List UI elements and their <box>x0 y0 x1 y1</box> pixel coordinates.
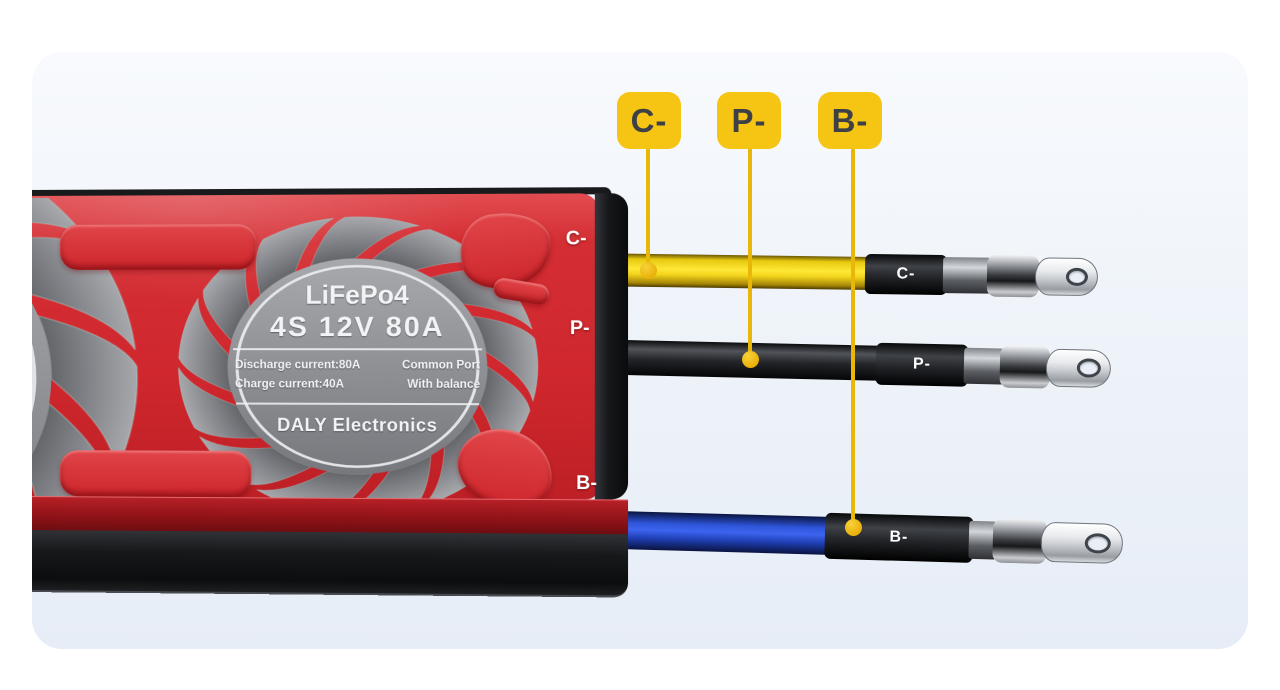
cooling-fan-graphic <box>32 185 635 598</box>
spec-row: Charge current:40A With balance <box>229 375 486 395</box>
callout-b-minus: B- <box>818 92 882 149</box>
wire-c-crimp-sleeve <box>942 257 992 294</box>
wire-p-crimp-barrel <box>999 345 1051 389</box>
wire-b-ring-terminal <box>1040 521 1124 565</box>
sticker-brand: DALY Electronics <box>277 414 438 436</box>
sticker-divider <box>236 402 480 406</box>
leader-dot-c-minus <box>640 262 657 279</box>
sticker-text: LiFePo4 4S 12V 80A Discharge current:80A… <box>229 277 486 462</box>
leader-line-p-minus <box>748 148 752 359</box>
wire-p-heat-shrink: P- <box>875 342 969 387</box>
wire-p-crimp-sleeve <box>963 347 1005 385</box>
product-card: C- P- B- <box>32 52 1248 649</box>
sticker-divider <box>233 348 483 351</box>
port-label-c-minus: C- <box>565 228 587 250</box>
device-chamfer <box>32 496 629 535</box>
spec-row-left: Charge current:40A <box>235 378 345 391</box>
wire-b-heat-shrink: B- <box>824 512 974 563</box>
wire-c-crimp-barrel <box>986 254 1040 298</box>
spec-row-right: Common Port <box>401 359 481 372</box>
callout-p-label: P- <box>731 101 767 139</box>
callout-b-label: B- <box>831 101 869 139</box>
callout-c-minus: C- <box>617 92 681 149</box>
leader-line-c-minus <box>646 148 650 270</box>
wire-b-crimp-barrel <box>992 518 1048 564</box>
wire-p-minus: P- <box>580 336 1112 390</box>
wire-c-minus: C- <box>582 250 1099 298</box>
port-label-p-minus: P- <box>569 317 590 340</box>
wire-p-tag: P- <box>912 355 932 373</box>
sticker-spec: 4S 12V 80A <box>270 310 445 343</box>
spec-row: Discharge current:80A Common Port <box>229 356 486 376</box>
wire-p-ring-terminal <box>1045 348 1112 389</box>
device-pcb-edge <box>594 193 629 500</box>
callout-c-label: C- <box>630 101 668 139</box>
leader-dot-b-minus <box>845 519 862 536</box>
leader-line-b-minus <box>851 148 855 527</box>
raised-pad-bottom-left <box>59 450 252 498</box>
wire-b-terminal-hole <box>1084 533 1112 554</box>
callout-p-minus: P- <box>717 92 781 149</box>
wire-c-tag: C- <box>896 265 916 283</box>
spec-row-left: Discharge current:80A <box>235 359 361 372</box>
bms-device: LiFePo4 4S 12V 80A Discharge current:80A… <box>32 185 635 598</box>
raised-pad-top-left <box>59 224 257 270</box>
leader-dot-p-minus <box>742 351 759 368</box>
sticker-title: LiFePo4 <box>305 279 409 310</box>
wire-p-terminal-hole <box>1076 358 1102 378</box>
wire-c-ring-terminal <box>1034 257 1099 297</box>
sticker-spec-rows: Discharge current:80A Common Port Charge… <box>229 356 486 395</box>
device-base <box>32 530 629 598</box>
spec-row-right: With balance <box>407 378 481 391</box>
main-fan <box>152 197 566 541</box>
wire-c-terminal-hole <box>1065 267 1089 287</box>
wire-b-tag: B- <box>889 528 909 547</box>
port-label-b-minus: B- <box>576 472 597 495</box>
sticker-face <box>228 258 487 475</box>
wire-c-heat-shrink: C- <box>864 253 948 296</box>
